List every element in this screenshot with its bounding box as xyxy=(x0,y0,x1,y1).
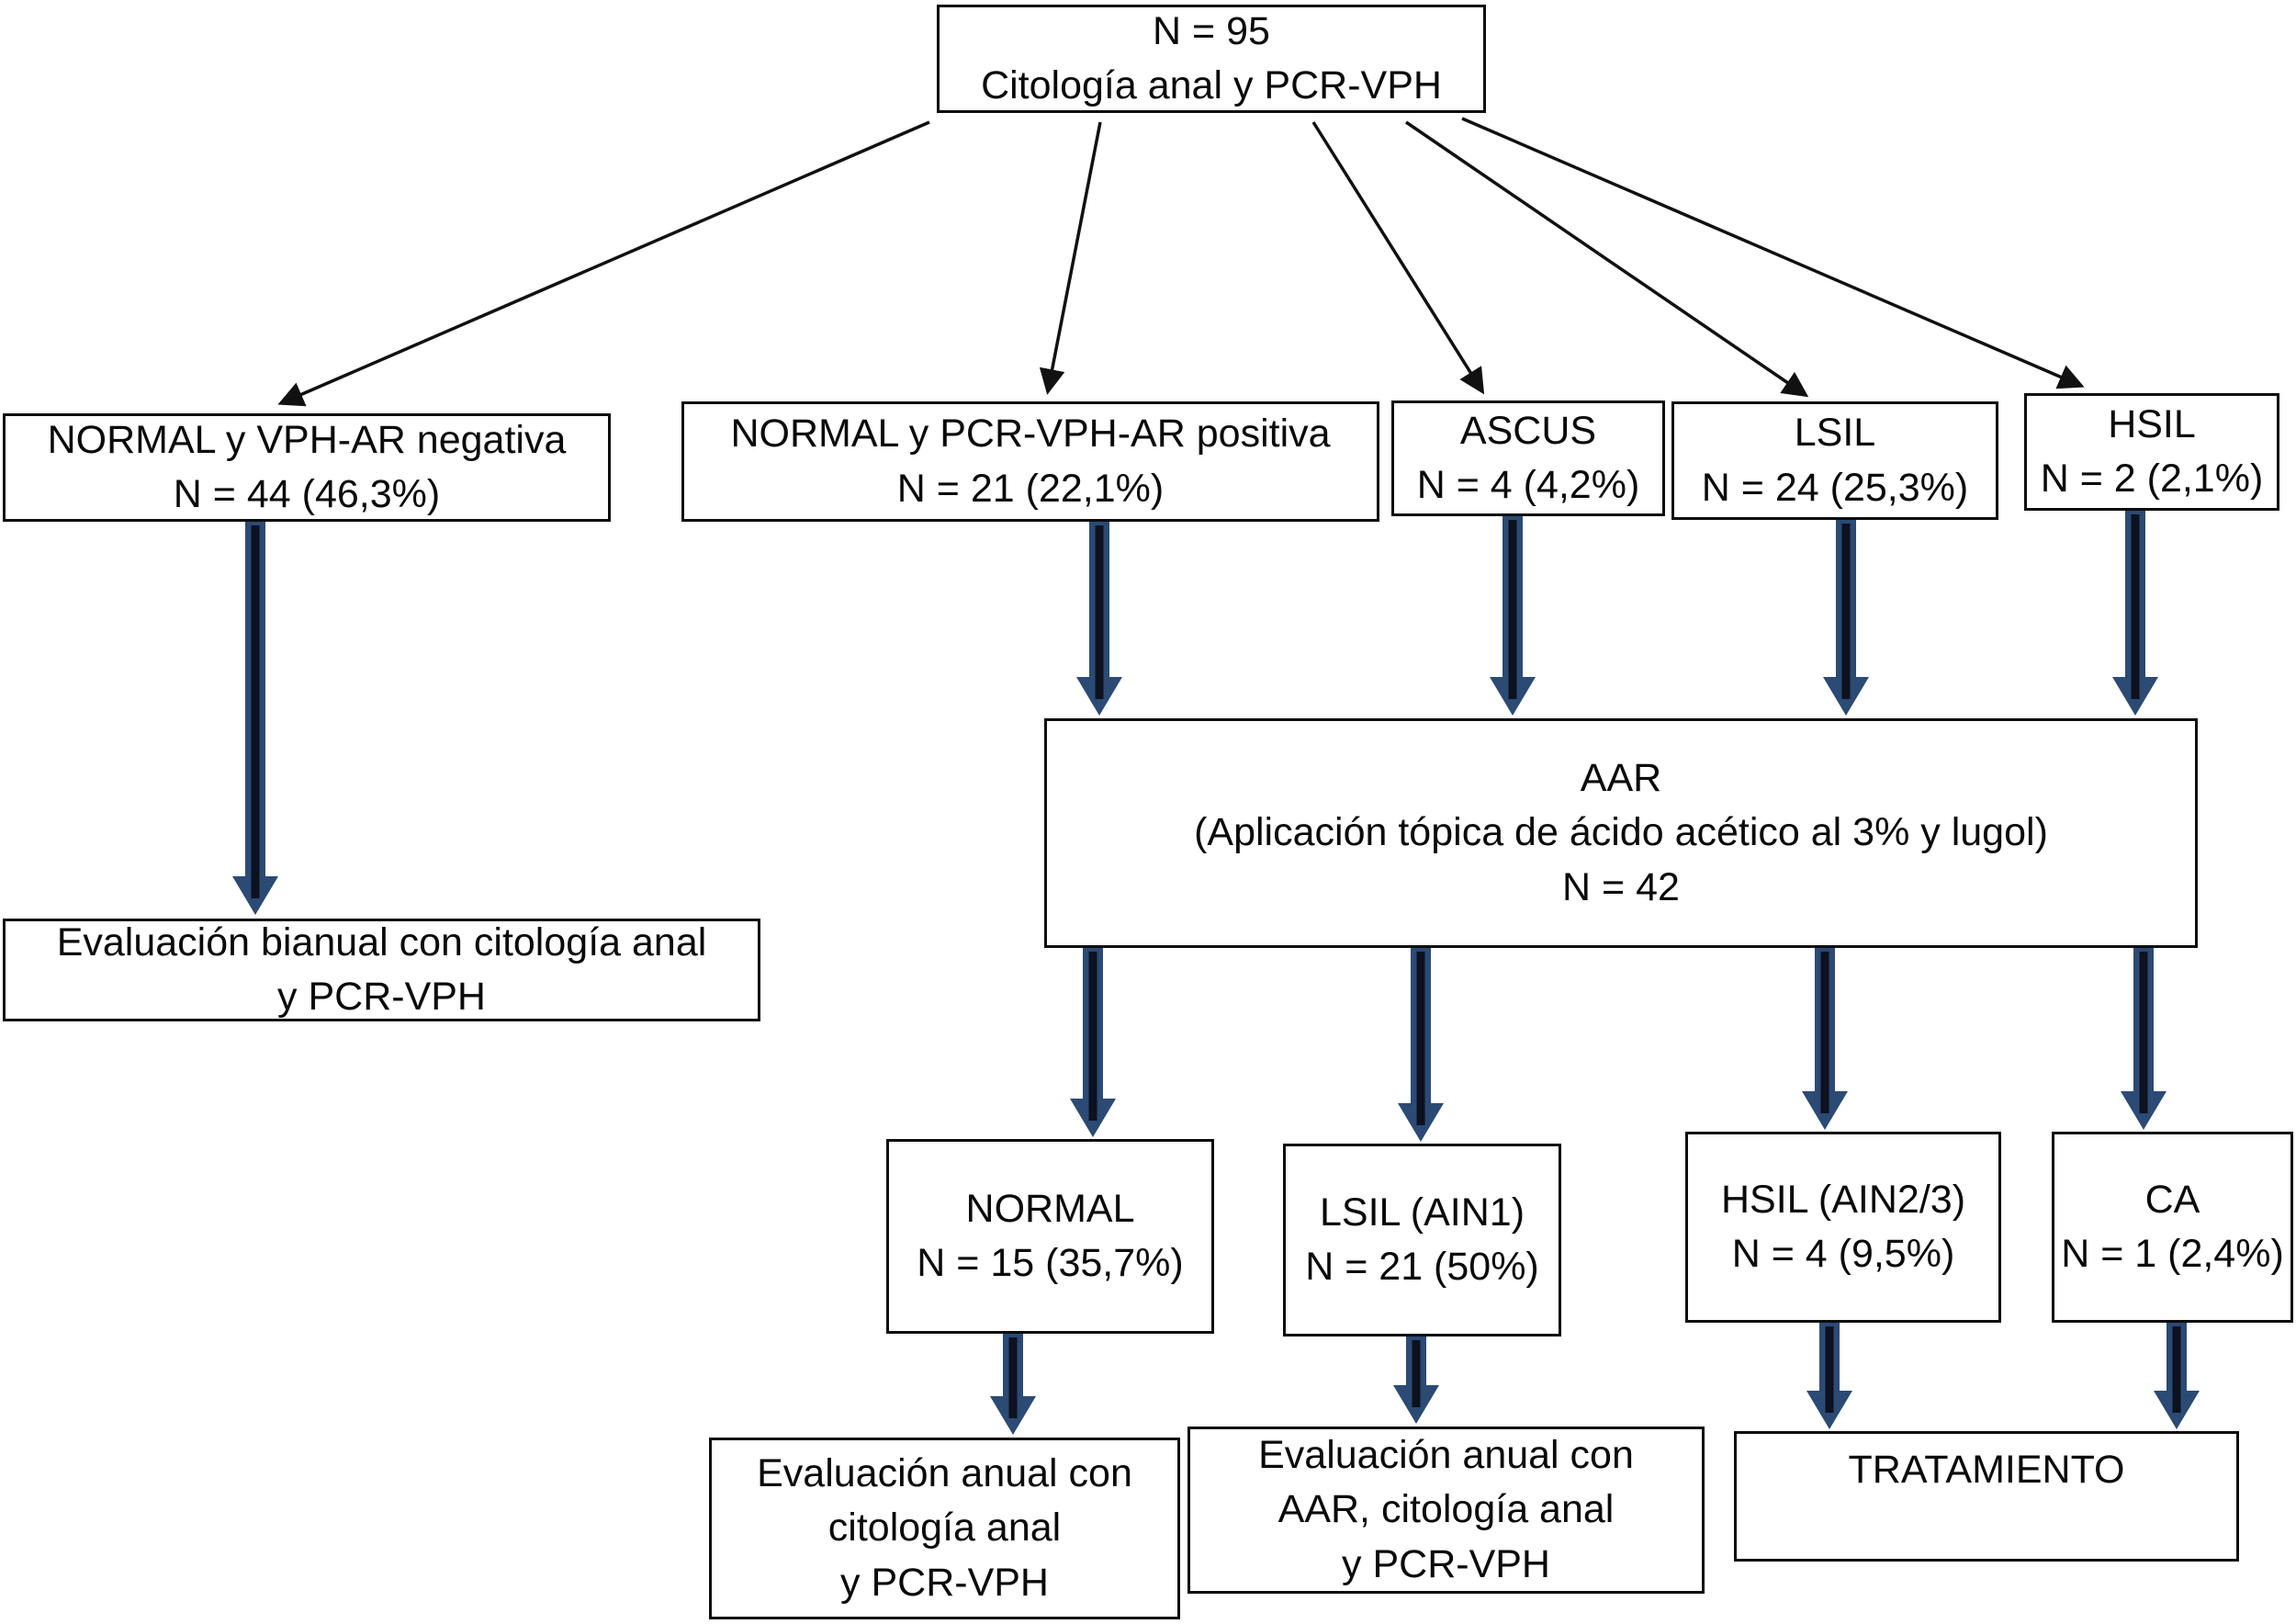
connector-root-to-normal-vph-negative xyxy=(277,120,930,407)
node-aar: AAR (Aplicación tópica de ácido acético … xyxy=(1044,718,2198,948)
node-label: HSIL xyxy=(2108,401,2196,446)
node-label: CA xyxy=(2144,1177,2200,1222)
block-arrow-ascus-to-aar xyxy=(1490,516,1536,716)
node-hsil: HSIL N = 2 (2,1%) xyxy=(2024,393,2279,511)
node-label: Evaluación anual con xyxy=(1258,1433,1634,1478)
node-root: N = 95 Citología anal y PCR-VPH xyxy=(937,5,1486,113)
block-arrow-aar-to-hsil-ain23 xyxy=(1802,948,1848,1130)
node-aar-normal: NORMAL N = 15 (35,7%) xyxy=(886,1139,1214,1334)
block-arrow-normal-negative-to-biannual xyxy=(232,522,278,915)
node-label: AAR xyxy=(1580,756,1662,800)
node-label: NORMAL xyxy=(965,1186,1135,1231)
block-arrow-lsil-ain1-to-annual-aar xyxy=(1393,1336,1439,1424)
node-lsil-ain1: LSIL (AIN1) N = 21 (50%) xyxy=(1283,1144,1561,1336)
node-count: N = 42 xyxy=(1562,864,1680,909)
node-label: Evaluación bianual con citología anal xyxy=(56,919,707,964)
node-normal-vph-negative: NORMAL y VPH-AR negativa N = 44 (46,3%) xyxy=(3,413,611,522)
block-arrow-hsil-to-aar xyxy=(2112,511,2158,716)
node-label: y PCR-VPH xyxy=(1342,1541,1550,1586)
node-ca: CA N = 1 (2,4%) xyxy=(2052,1132,2293,1323)
node-count: N = 2 (2,1%) xyxy=(2040,457,2264,501)
node-label: LSIL xyxy=(1794,411,1876,456)
node-count: N = 1 (2,4%) xyxy=(2061,1232,2284,1276)
node-label: ASCUS xyxy=(1459,408,1597,453)
node-label: LSIL (AIN1) xyxy=(1319,1190,1525,1235)
node-annual-evaluation-cytology: Evaluación anual con citología anal y PC… xyxy=(709,1438,1180,1619)
node-label: Evaluación anual con xyxy=(757,1451,1132,1495)
connector-root-to-lsil xyxy=(1405,120,1809,398)
block-arrow-aar-to-normal xyxy=(1070,948,1116,1137)
node-count: N = 15 (35,7%) xyxy=(917,1241,1184,1285)
node-label: AAR, citología anal xyxy=(1277,1487,1615,1532)
node-label: citología anal xyxy=(827,1506,1062,1551)
node-count: N = 21 (22,1%) xyxy=(896,466,1165,511)
node-treatment: TRATAMIENTO xyxy=(1734,1431,2239,1562)
block-arrow-ca-to-treatment xyxy=(2154,1323,2200,1429)
connector-root-to-hsil xyxy=(1461,117,2085,389)
node-hsil-ain23: HSIL (AIN2/3) N = 4 (9,5%) xyxy=(1685,1132,2001,1323)
node-count: N = 4 (9,5%) xyxy=(1731,1232,1955,1276)
node-ascus: ASCUS N = 4 (4,2%) xyxy=(1391,400,1665,516)
block-arrow-normal-to-annual-cytology xyxy=(990,1334,1036,1435)
block-arrow-aar-to-lsil-ain1 xyxy=(1398,948,1444,1142)
block-arrow-normal-positive-to-aar xyxy=(1076,522,1122,716)
node-annual-evaluation-aar: Evaluación anual con AAR, citología anal… xyxy=(1187,1427,1705,1594)
node-label: NORMAL y PCR-VPH-AR positiva xyxy=(730,412,1331,457)
node-normal-pcr-positive: NORMAL y PCR-VPH-AR positiva N = 21 (22,… xyxy=(681,401,1379,522)
node-count: N = 24 (25,3%) xyxy=(1701,465,1969,510)
node-description: (Aplicación tópica de ácido acético al 3… xyxy=(1194,810,2048,855)
block-arrow-hsil-ain23-to-treatment xyxy=(1806,1323,1852,1429)
block-arrow-lsil-to-aar xyxy=(1823,520,1869,716)
node-lsil: LSIL N = 24 (25,3%) xyxy=(1671,401,1998,520)
node-count: N = 4 (4,2%) xyxy=(1416,463,1640,507)
connector-root-to-normal-pcr-positive xyxy=(1039,121,1102,395)
node-count: N = 44 (46,3%) xyxy=(173,472,441,516)
node-label: HSIL (AIN2/3) xyxy=(1720,1177,1966,1222)
node-root-count: N = 95 xyxy=(1153,8,1270,53)
block-arrow-aar-to-ca xyxy=(2121,948,2167,1130)
node-root-label: Citología anal y PCR-VPH xyxy=(981,63,1442,107)
node-count: N = 21 (50%) xyxy=(1305,1245,1539,1289)
connector-root-to-ascus xyxy=(1311,121,1485,395)
node-label: NORMAL y VPH-AR negativa xyxy=(47,417,567,462)
node-label: y PCR-VPH xyxy=(277,975,486,1019)
node-biannual-evaluation: Evaluación bianual con citología anal y … xyxy=(3,919,760,1021)
node-label: y PCR-VPH xyxy=(840,1560,1049,1605)
node-label: TRATAMIENTO xyxy=(1848,1448,2125,1492)
